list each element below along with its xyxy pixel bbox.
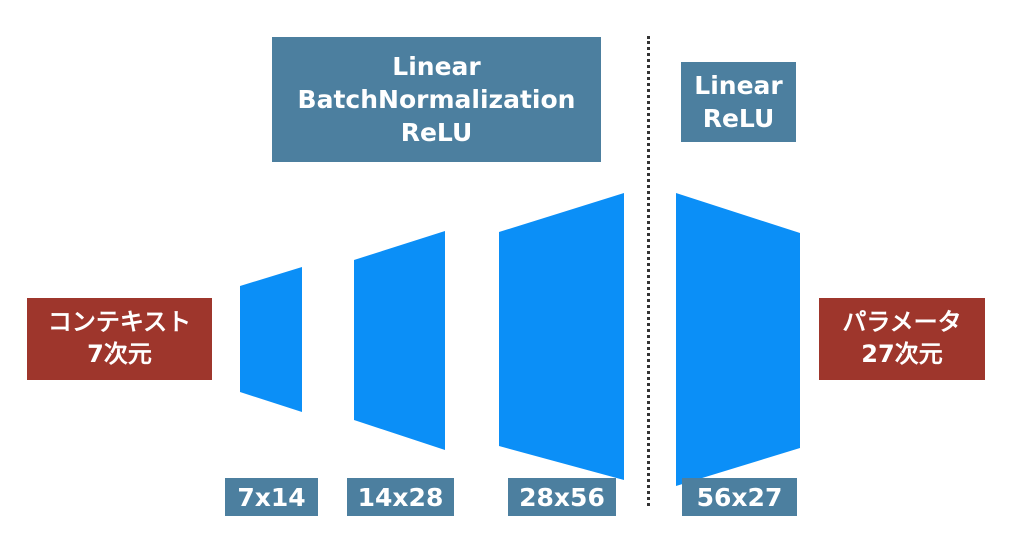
encoder-op-linear: Linear — [392, 51, 481, 81]
output-label-dimension: 27次元 — [861, 340, 943, 368]
output-label-name: パラメータ — [842, 308, 962, 337]
output-label-box: パラメータ 27次元 — [819, 298, 985, 380]
encoder-op-batchnorm: BatchNormalization — [297, 84, 576, 114]
decoder-ops-box: Linear ReLU — [681, 62, 796, 142]
layer-trapezoid-2 — [354, 231, 445, 450]
encoder-ops-box: Linear BatchNormalization ReLU — [272, 37, 601, 162]
encoder-decoder-divider — [647, 36, 650, 506]
input-label-dimension: 7次元 — [87, 340, 152, 368]
input-label-name: コンテキスト — [47, 308, 192, 337]
decoder-op-relu: ReLU — [702, 104, 775, 133]
layer-trapezoid-1 — [240, 267, 302, 412]
input-label-box: コンテキスト 7次元 — [27, 298, 212, 380]
layer-size-4: 56x27 — [682, 478, 797, 516]
layer-trapezoid-3 — [499, 193, 624, 480]
encoder-op-relu: ReLU — [400, 118, 473, 148]
decoder-op-linear: Linear — [694, 70, 783, 100]
layer-trapezoid-4 — [676, 193, 800, 486]
layer-size-1: 7x14 — [225, 478, 318, 516]
layer-size-3: 28x56 — [508, 478, 616, 516]
layer-size-2: 14x28 — [347, 478, 454, 516]
